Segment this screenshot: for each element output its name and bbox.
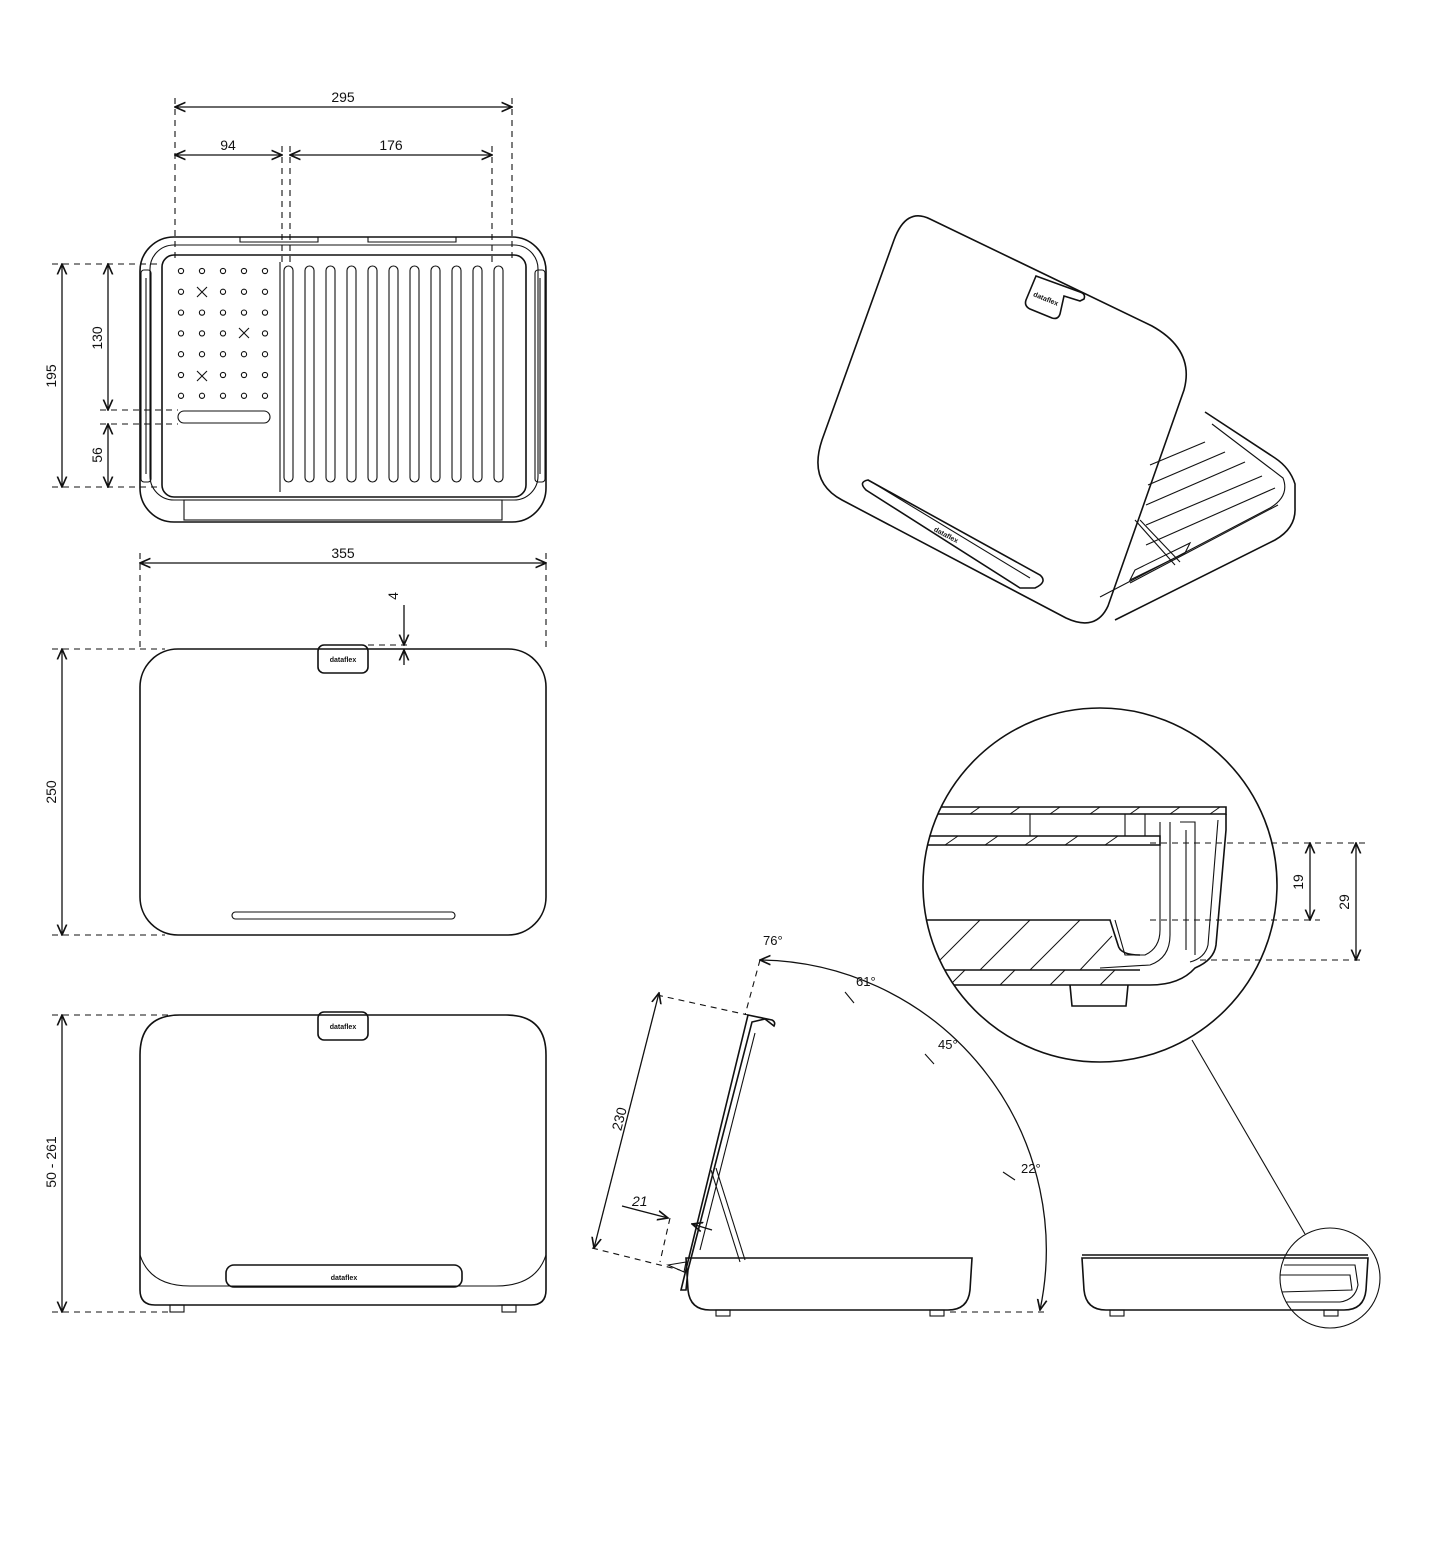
pen-slot [177,410,271,424]
peg-hole [261,288,269,295]
board-clip [317,644,369,674]
peg-hole [198,267,206,275]
peg-hole [177,351,185,358]
peg-hole [261,330,269,337]
brand-logo-clip: dataflex [330,1024,357,1031]
brand-logo-board: dataflex [330,657,357,664]
peg-hole [261,309,269,316]
board-ledge-slot [231,911,456,920]
dim-250: 250 [43,780,59,804]
peg-hole [177,392,185,399]
peg-hole [177,267,185,275]
dim-19: 19 [1290,874,1306,890]
peg-hole [240,309,248,316]
dim-height-range: 50 - 261 [43,1136,59,1188]
peg-hole [219,371,227,379]
dim-176: 176 [379,137,403,153]
peg-hole [219,309,227,316]
peg-hole [177,288,185,295]
tray-ribs [283,265,504,483]
svg-text:dataflex: dataflex [1032,291,1059,307]
peg-holes [177,267,269,399]
board-front-view: dataflex 355 4 250 [43,545,546,935]
peg-hole [177,330,185,337]
dim-230: 230 [609,1105,630,1132]
assembled-ledge [225,1264,463,1288]
peg-hole [240,392,248,399]
angle-61: 61° [856,974,876,989]
perspective-view: dataflex dataflex [817,215,1296,624]
dim-195: 195 [43,364,59,388]
dim-94: 94 [220,137,236,153]
peg-hole [198,392,206,399]
top-view-tray: 295 94 176 195 130 56 [43,89,547,523]
peg-hole [240,288,248,295]
detail-marker-circle [1279,1227,1381,1329]
dim-29: 29 [1336,894,1352,910]
angle-45: 45° [938,1037,958,1052]
peg-hole [261,267,269,275]
peg-hole [240,351,248,358]
angle-76: 76° [763,933,783,948]
dim-21: 21 [631,1193,648,1209]
dim-295: 295 [331,89,355,105]
angle-22: 22° [1021,1161,1041,1176]
peg-hole [261,351,269,358]
peg-hole [240,371,248,379]
peg-hole [177,309,185,316]
dim-355: 355 [331,545,355,561]
assembled-clip [317,1011,369,1041]
brand-logo-ledge: dataflex [331,1275,358,1282]
peg-hole [261,371,269,379]
peg-hole [261,392,269,399]
perspective-ribs [1134,441,1276,566]
peg-hole [198,309,206,316]
dim-56: 56 [89,447,105,463]
peg-hole [198,330,206,337]
side-view: 76° 61° 45° 22° 230 21 [592,933,1046,1317]
dim-130: 130 [89,326,105,350]
peg-hole [219,288,227,295]
peg-hole [219,351,227,358]
small-side-view [1081,1039,1381,1329]
peg-hole [240,267,248,275]
peg-hole [219,392,227,399]
detail-section: 19 29 [922,707,1365,1063]
peg-hole [198,351,206,358]
peg-hole [219,267,227,275]
assembled-front-view: dataflex dataflex 50 - 261 [43,1011,547,1312]
dim-4: 4 [385,592,401,600]
peg-hole [177,371,185,379]
peg-hole [219,330,227,337]
